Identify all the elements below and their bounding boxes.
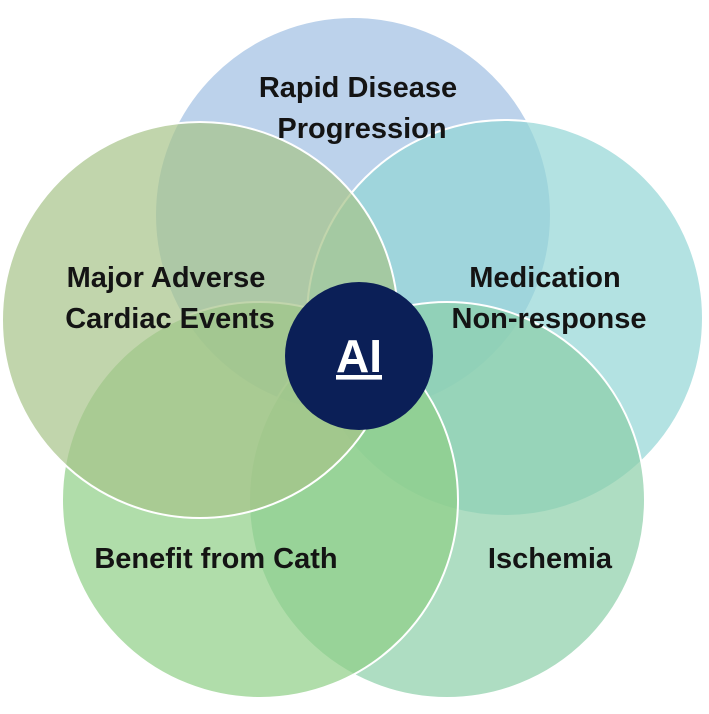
label-medication-line-1: Medication	[469, 262, 620, 294]
label-medication-non-response: Medication Non-response	[452, 262, 647, 335]
label-ischemia-line-1: Ischemia	[488, 543, 613, 575]
ai-hub-circle	[285, 282, 433, 430]
label-major-adverse-cardiac-events: Major Adverse Cardiac Events	[65, 262, 275, 335]
label-mace-line-2: Cardiac Events	[65, 303, 275, 335]
label-mace-line-1: Major Adverse	[67, 262, 266, 294]
label-rapid-line-1: Rapid Disease	[259, 72, 457, 104]
label-rapid-line-2: Progression	[277, 113, 446, 145]
label-ischemia: Ischemia	[488, 543, 613, 575]
label-benefit-from-cath: Benefit from Cath	[94, 543, 337, 575]
ai-hub-label: AI	[336, 330, 382, 382]
label-rapid-disease-progression: Rapid Disease Progression	[259, 72, 465, 145]
label-cath-line-1: Benefit from Cath	[94, 543, 337, 575]
label-medication-line-2: Non-response	[452, 303, 647, 335]
labels-layer: Rapid Disease Progression Medication Non…	[65, 72, 646, 575]
ai-hub: AI	[285, 282, 433, 430]
